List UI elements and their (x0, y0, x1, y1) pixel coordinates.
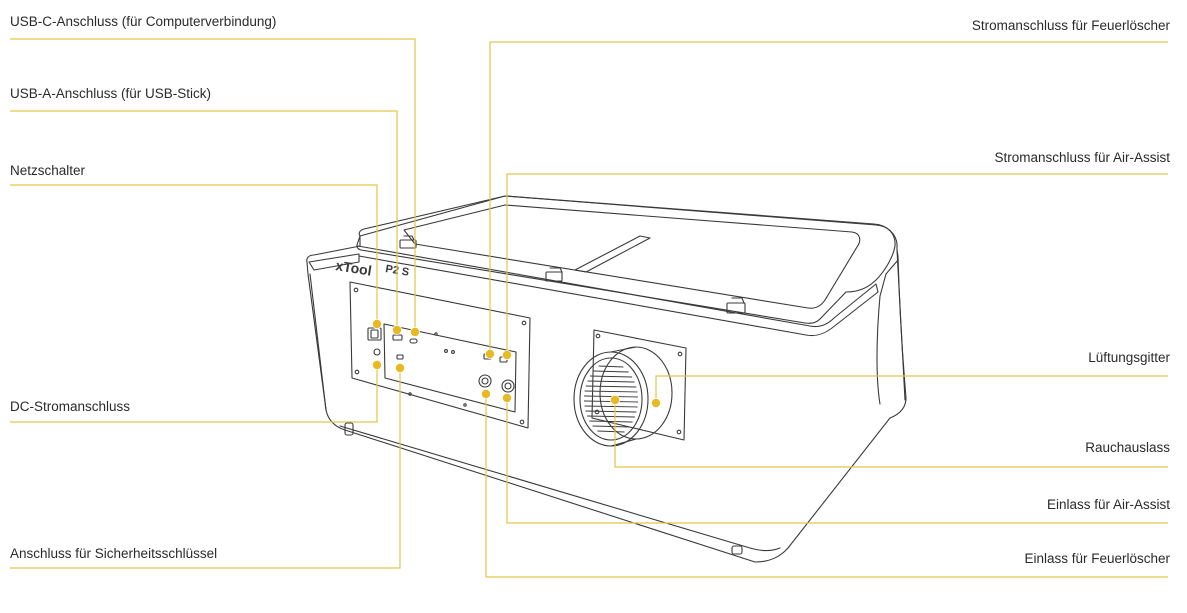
grille-slat (587, 415, 635, 418)
lid-outline (356, 195, 896, 324)
callout-dot-air-power (501, 349, 512, 360)
label-air-inlet: Einlass für Air-Assist (1046, 497, 1170, 512)
leader-grille (655, 375, 1168, 402)
grille-slat (597, 430, 625, 433)
label-exhaust: Rauchauslass (1085, 440, 1170, 455)
front-brand-mark: xTool P2 S (335, 257, 410, 279)
label-power-switch: Netzschalter (10, 163, 86, 178)
leader-usbc (10, 38, 416, 332)
grille-slat (589, 420, 633, 423)
callout-dot-exhaust (610, 394, 621, 405)
vent-grille-slats (583, 365, 639, 433)
usb-a-shape (392, 334, 403, 341)
foot-left (344, 422, 354, 436)
label-fire-power: Stromanschluss für Feuerlöscher (971, 18, 1170, 33)
base-line (339, 425, 781, 552)
label-air-power: Stromanschluss für Air-Assist (994, 150, 1170, 165)
grille-slat (592, 425, 630, 428)
grille-slat (589, 375, 633, 378)
exhaust-tube-back (599, 346, 673, 440)
callout-dot-usba (391, 324, 402, 335)
usb-c-shape (409, 338, 418, 344)
leader-air-power (506, 173, 1168, 355)
grille-slat (587, 380, 635, 383)
exhaust-flange (591, 329, 687, 441)
grille-slat (585, 385, 637, 388)
lid-edge (357, 245, 879, 337)
leader-dc (10, 366, 378, 423)
leader-exhaust (614, 400, 1168, 468)
leader-key (10, 368, 401, 569)
label-usbc: USB-C-Anschluss (für Computerverbindung) (10, 14, 277, 29)
callout-dot-power (371, 318, 382, 329)
port-plate (383, 323, 517, 413)
grille-slat (598, 365, 624, 368)
label-fire-inlet: Einlass für Feuerlöscher (1024, 551, 1170, 566)
callout-dot-usbc (409, 326, 420, 337)
latch-mid (545, 271, 563, 282)
callout-dot-dc (371, 359, 382, 370)
connector-panel (349, 281, 531, 429)
lid-shelf (574, 235, 651, 273)
leader-fire-in (485, 394, 1168, 578)
leader-air-in (506, 398, 1168, 524)
label-safety-key: Anschluss für Sicherheitsschlüssel (10, 546, 218, 561)
grille-slat (593, 370, 629, 373)
callout-dot-air-in (501, 392, 512, 403)
fire-inlet-shape (478, 374, 492, 388)
callout-dot-fire-in (480, 388, 491, 399)
label-vent-grille: Lüftungsgitter (1088, 350, 1170, 365)
label-usba: USB-A-Anschluss (für USB-Stick) (10, 86, 212, 101)
callout-dot-fire-power (484, 348, 495, 359)
grille-slat (585, 410, 637, 413)
body-outline (306, 195, 907, 563)
laser-engraver-drawing (306, 195, 907, 563)
dc-port-shape (373, 348, 381, 356)
foot-right (731, 545, 743, 555)
latch-right (726, 302, 746, 314)
leader-fire-power (489, 41, 1168, 354)
label-dc-port: DC-Stromanschluss (10, 399, 131, 414)
front-top-band (308, 253, 360, 271)
brand-text: xTool (335, 257, 373, 278)
callout-dot-key (394, 362, 405, 373)
air-inlet-shape (501, 379, 515, 393)
leader-usba (10, 110, 398, 330)
lid-window (403, 204, 861, 309)
callout-dot-grille (651, 397, 662, 408)
latch-left (399, 239, 417, 249)
grille-slat (584, 405, 638, 408)
leader-power (10, 184, 378, 323)
grille-slat (584, 395, 638, 398)
grille-slat (584, 390, 638, 393)
